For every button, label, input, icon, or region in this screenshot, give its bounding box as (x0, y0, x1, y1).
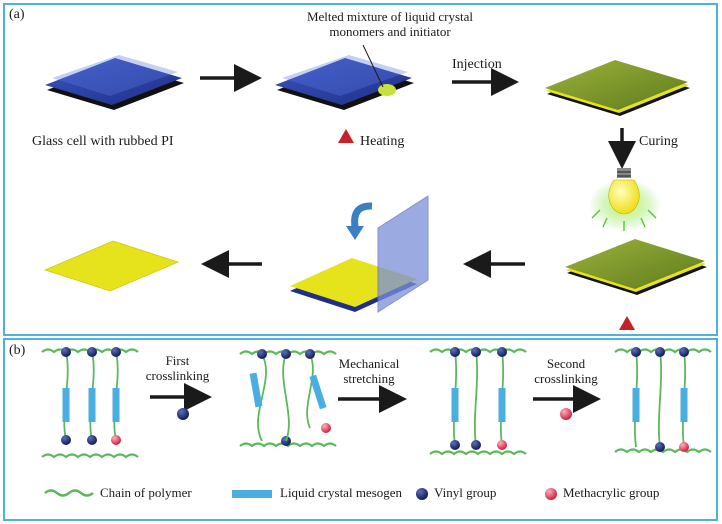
vinyl-group (450, 347, 460, 357)
second-crosslinking-line1: Second (546, 356, 586, 371)
lifted-glass-plate (377, 195, 429, 313)
heating-triangle (338, 129, 354, 143)
vinyl-group (655, 442, 665, 452)
melt-callout-line (362, 44, 384, 88)
step1-caption: Glass cell with rubbed PI (32, 134, 174, 149)
vinyl-group (281, 349, 291, 359)
side-chain (657, 351, 663, 448)
methacrylic-group (321, 423, 331, 433)
panel-b-frame (3, 338, 718, 521)
vinyl-group (61, 435, 71, 445)
mesogen (680, 388, 688, 422)
opening-cell (290, 195, 429, 313)
legend-mesogen-icon (232, 490, 272, 498)
glass-cell-with-melt (275, 55, 414, 110)
mesogen (112, 388, 120, 422)
vinyl-reagent-icon (177, 408, 189, 420)
mesogen (309, 374, 327, 410)
legend-methacrylic-icon (545, 488, 557, 500)
mechanical-stretching-line2: stretching (343, 370, 395, 386)
mesogen (498, 388, 506, 422)
mechanical-stretching-line1: Mechanical (338, 356, 400, 371)
mechanical-stretching-label: Mechanical stretching (328, 356, 410, 387)
legend-chain-label: Chain of polymer (100, 485, 192, 500)
legend-vinyl-label: Vinyl group (434, 485, 497, 500)
vinyl-group (655, 347, 665, 357)
injection-label: Injection (452, 57, 502, 72)
polymer-chain-bottom (429, 450, 527, 456)
vinyl-group (61, 347, 71, 357)
polymer-chain-bottom (614, 448, 712, 454)
mesogen (62, 388, 70, 422)
vinyl-group (257, 349, 267, 359)
legend-methacrylic-label: Methacrylic group (563, 485, 660, 500)
glass-cell-empty (45, 55, 184, 110)
first-crosslinking-line1: First (165, 353, 190, 368)
vinyl-group (471, 347, 481, 357)
side-chain (257, 353, 267, 442)
melt-callout-line1: Melted mixture of liquid crystal (306, 9, 474, 24)
mesogen (632, 388, 640, 422)
vinyl-group (87, 435, 97, 445)
mesogen (451, 388, 459, 422)
vinyl-group (450, 440, 460, 450)
legend-vinyl-icon (416, 488, 428, 500)
side-chain (306, 353, 314, 429)
methacrylic-group (111, 435, 121, 445)
side-chain (282, 353, 290, 442)
mesogen (249, 372, 263, 408)
second-crosslinking-label: Second crosslinking (525, 356, 607, 387)
panel-a-frame (3, 3, 718, 336)
panel-a-label: (a) (9, 7, 25, 22)
vinyl-group (679, 347, 689, 357)
vinyl-group (471, 440, 481, 450)
first-crosslinking-line2: crosslinking (145, 367, 210, 383)
polymer-chain-bottom (239, 442, 337, 448)
vinyl-group (631, 347, 641, 357)
legend-mesogen-label: Liquid crystal mesogen (280, 485, 403, 500)
melt-callout: Melted mixture of liquid crystal monomer… (290, 9, 490, 40)
vinyl-group (111, 347, 121, 357)
lc-film-final (43, 240, 180, 292)
panel-b-label: (b) (9, 343, 26, 358)
molecular-schematics (41, 347, 712, 459)
filled-lc-cell (545, 60, 690, 116)
first-crosslinking-label: First crosslinking (140, 353, 215, 384)
curing-cell (565, 239, 707, 295)
methacrylic-reagent-icon (560, 408, 572, 420)
vinyl-group (305, 349, 315, 359)
polymer-chain-bottom (41, 453, 139, 459)
curing-label: Curing (639, 134, 678, 149)
heating-label: Heating (360, 134, 405, 149)
peel-direction-arrow (351, 202, 373, 228)
heating-triangle-2 (619, 316, 635, 330)
legend-chain-icon (44, 489, 94, 497)
second-crosslinking-line2: crosslinking (534, 370, 598, 386)
methacrylic-group (497, 440, 507, 450)
uv-light-bulb (589, 168, 661, 231)
vinyl-group (497, 347, 507, 357)
vinyl-group (87, 347, 97, 357)
mesogen (88, 388, 96, 422)
melt-droplet (378, 84, 396, 96)
melt-callout-line2: monomers and initiator (329, 23, 451, 39)
side-chain (473, 351, 479, 446)
methacrylic-group (679, 442, 689, 452)
